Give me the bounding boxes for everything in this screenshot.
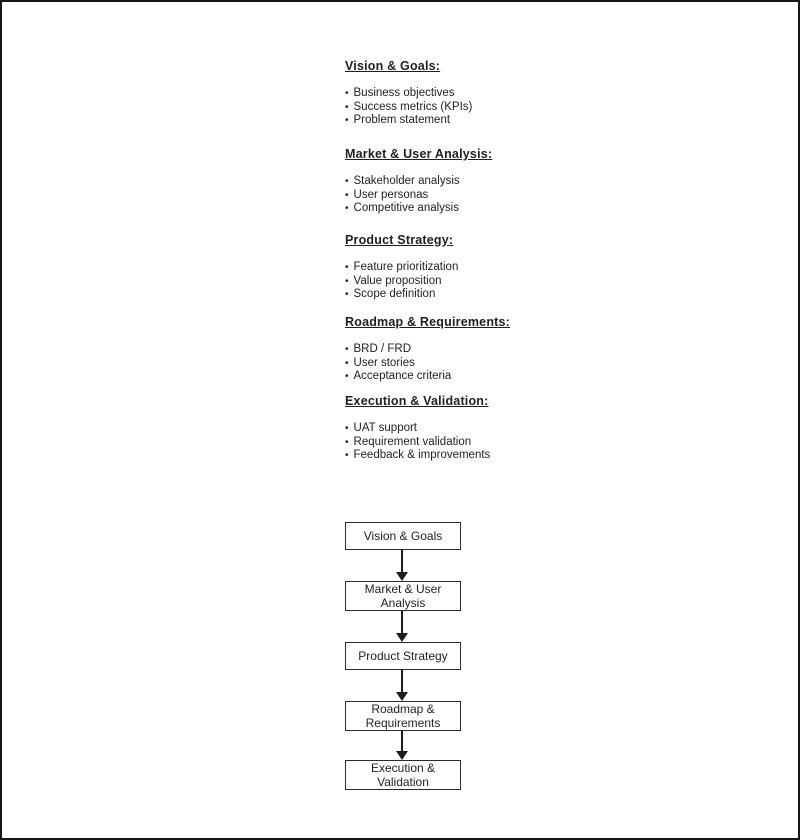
bullet-icon: • [345,344,349,355]
section-heading: Vision & Goals: [345,59,441,73]
section-heading: Execution & Validation: [345,394,489,408]
list-item: • User personas [345,189,615,203]
list-item: • Feedback & improvements [345,449,615,463]
arrow-down-icon [394,611,410,642]
flowchart-node-vision-goals: Vision & Goals [345,522,461,550]
bullet-text: Success metrics (KPIs) [353,100,473,113]
outline-section-product-strategy: Product Strategy: • Feature prioritizatio… [345,233,615,302]
bullet-text: Feature prioritization [353,261,459,273]
bullet-icon: • [345,289,349,300]
bullet-list: • BRD / FRD • User stories • Acceptance cri… [345,343,615,384]
list-item: • Value proposition [345,275,615,289]
list-item: • Requirement validation [345,436,615,450]
bullet-text: User stories [353,356,415,369]
arrow-down-icon [394,550,410,581]
outline-section-roadmap-requirements: Roadmap & Requirements: • BRD / FRD • User… [345,315,615,384]
bullet-icon: • [345,357,349,369]
list-item: • Competitive analysis [345,202,615,216]
bullet-text: Value proposition [353,274,442,287]
list-item: • UAT support [345,422,615,436]
node-label: Product Strategy [358,649,448,663]
bullet-text: Competitive analysis [353,202,459,214]
bullet-text: UAT support [353,422,418,434]
bullet-text: User personas [353,188,429,201]
node-label: Roadmap & Requirements [365,702,441,730]
bullet-text: Feedback & improvements [353,449,491,461]
bullet-icon: • [345,275,349,287]
bullet-text: BRD / FRD [353,343,412,355]
list-item: • Acceptance criteria [345,370,615,384]
arrow-down-icon [394,731,410,760]
bullet-icon: • [345,450,349,461]
bullet-text: Scope definition [353,288,436,300]
list-item: • Business objectives [345,87,615,101]
bullet-icon: • [345,176,349,187]
flowchart-node-product-strategy: Product Strategy [345,642,461,670]
list-item: • BRD / FRD [345,343,615,357]
bullet-list: • Business objectives • Success metrics (K… [345,87,615,128]
flowchart-node-execution-validation: Execution & Validation [345,760,461,790]
bullet-text: Requirement validation [353,435,472,448]
arrow-down-icon [394,670,410,701]
list-item: • Scope definition [345,288,615,302]
list-item: • Feature prioritization [345,261,615,275]
bullet-icon: • [345,371,349,382]
bullet-icon: • [345,101,349,113]
flowchart-node-market-user-analysis: Market & User Analysis [345,581,461,611]
bullet-icon: • [345,262,349,273]
flowchart-node-roadmap-requirements: Roadmap & Requirements [345,701,461,731]
node-label: Vision & Goals [363,529,443,543]
list-item: • Problem statement [345,114,615,128]
bullet-icon: • [345,423,349,434]
list-item: • Stakeholder analysis [345,175,615,189]
bullet-text: Acceptance criteria [353,370,452,382]
node-label: Execution & Validation [370,761,436,789]
bullet-text: Stakeholder analysis [353,175,460,187]
bullet-text: Problem statement [353,114,451,126]
list-item: • User stories [345,357,615,371]
bullet-icon: • [345,436,349,448]
section-heading: Product Strategy: [345,233,454,247]
bullet-icon: • [345,189,349,201]
bullet-icon: • [345,203,349,214]
bullet-list: • UAT support • Requirement validation • Fe… [345,422,615,463]
bullet-list: • Feature prioritization • Value propositi… [345,261,615,302]
bullet-icon: • [345,88,349,99]
list-item: • Success metrics (KPIs) [345,101,615,115]
outline-section-market-user-analysis: Market & User Analysis: • Stakeholder ana… [345,147,615,216]
bullet-icon: • [345,115,349,126]
section-heading: Roadmap & Requirements: [345,315,511,329]
bullet-list: • Stakeholder analysis • User personas • Co… [345,175,615,216]
bullet-text: Business objectives [353,87,455,99]
outline-section-vision-goals: Vision & Goals: • Business objectives • Su… [345,59,615,128]
section-heading: Market & User Analysis: [345,147,493,161]
outline-section-execution-validation: Execution & Validation: • UAT support • Re… [345,394,615,463]
node-label: Market & User Analysis [364,582,442,610]
